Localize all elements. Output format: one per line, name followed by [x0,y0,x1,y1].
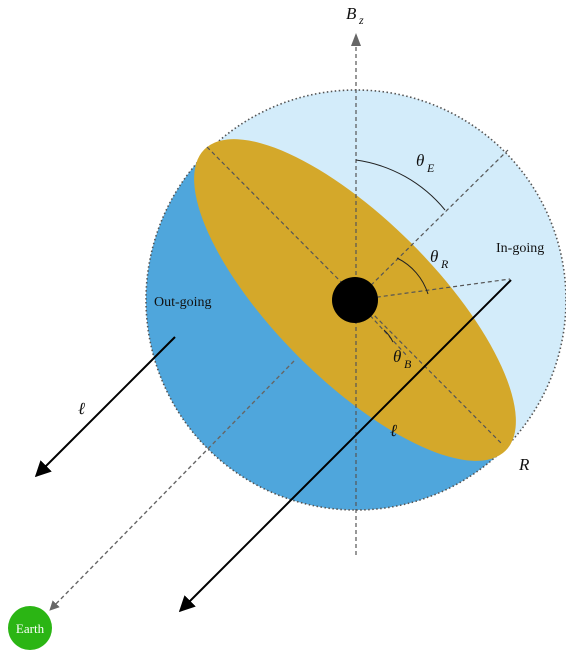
b-direction-line [355,299,409,358]
r-direction-line [355,278,511,301]
theta-e-sub: E [426,161,435,175]
earth-label: Earth [16,621,45,636]
earth-line-of-sight [49,360,295,611]
theta-e-arc [355,159,446,211]
theta-b-arc [383,329,394,343]
outgoing-label: Out-going [154,295,212,310]
central-object [332,277,378,323]
ingoing-arrow [178,279,512,613]
ell-left-label: ℓ [78,399,85,418]
outgoing-region [146,90,566,510]
angle-arcs [355,159,446,343]
outgoing-arrow [34,336,176,478]
radius-label: R [518,455,530,474]
theta-b-label: θ [393,347,401,366]
theta-b-sub: B [404,357,412,371]
theta-e-label: θ [416,151,424,170]
earth-circle [8,606,52,650]
theta-r-arc [396,257,429,295]
bz-label: B [346,4,357,23]
theta-r-sub: R [440,257,449,271]
bz-arrow-head [351,33,361,46]
ingoing-label: In-going [496,241,544,256]
bz-label-sub: z [358,13,364,27]
theta-r-label: θ [430,247,438,266]
disk-normal-line [355,149,509,301]
ell-mid-label: ℓ [390,421,397,440]
